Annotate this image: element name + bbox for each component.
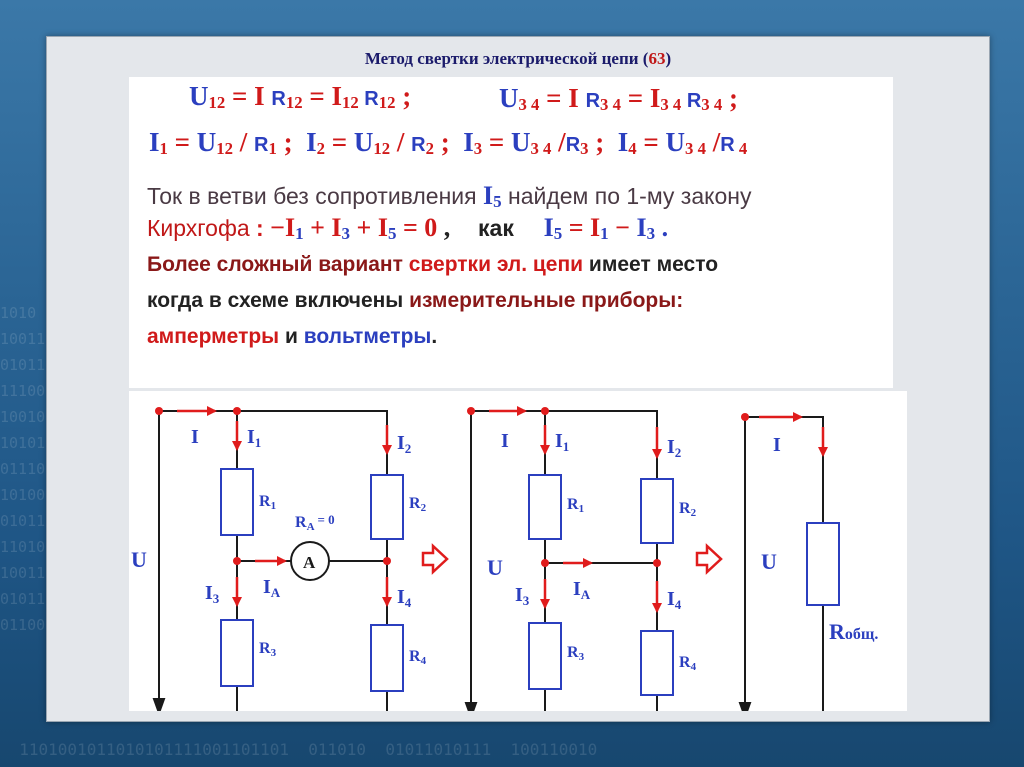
circuit-svg: A bbox=[131, 406, 878, 730]
label-i3-c2: I3 bbox=[515, 584, 530, 608]
label-i-c1: I bbox=[191, 426, 199, 448]
formula-line-2: I1 = U12 / R1 ; I2 = U12 / R2 ; I3 = U3 … bbox=[149, 127, 747, 159]
ammeter-icon bbox=[290, 541, 330, 581]
label-i3-c1: I3 bbox=[205, 582, 220, 606]
transition-arrow-1 bbox=[421, 543, 449, 575]
label-r1-c2: R1 bbox=[567, 496, 584, 515]
label-i-c2: I bbox=[501, 430, 509, 452]
resistor-r2-c2 bbox=[640, 478, 674, 544]
resistor-r4-c2 bbox=[640, 630, 674, 696]
slide-title: Метод свертки электрической цепи (63) bbox=[364, 49, 672, 68]
formula-i4: I4 = U3 4 /R 4 bbox=[617, 127, 748, 158]
formula-i1: I1 = U12 / R1 ; bbox=[149, 127, 293, 158]
resistor-r3-c2 bbox=[528, 622, 562, 690]
label-r3-c1: R3 bbox=[259, 640, 277, 659]
ammeter-label: A bbox=[303, 553, 316, 572]
background-binary-strip: 1101001011010101111001101101 011010 0101… bbox=[0, 740, 598, 759]
label-u-c2: U bbox=[487, 555, 503, 580]
slide: Метод свертки электрической цепи (63) U1… bbox=[46, 36, 990, 730]
resistor-r1-c2 bbox=[528, 474, 562, 540]
formula-textbox: U12 = I R12 = I12 R12 ; U3 4 = I R3 4 = … bbox=[129, 77, 893, 388]
label-ia-c2: IA bbox=[573, 578, 591, 602]
label-ia-c1: IA bbox=[263, 576, 281, 600]
label-r3-c2: R3 bbox=[567, 644, 585, 663]
label-ra-c1: RA= 0 bbox=[295, 512, 335, 533]
label-i1-c1: I1 bbox=[247, 426, 261, 450]
label-i4-c1: I4 bbox=[397, 586, 412, 610]
resistor-robsh-c3 bbox=[806, 522, 840, 606]
text-line-5: Более сложный вариант свертки эл. цепи и… bbox=[147, 253, 719, 276]
label-i2-c1: I2 bbox=[397, 432, 411, 456]
label-i1-c2: I1 bbox=[555, 430, 569, 454]
resistor-r4-c1 bbox=[370, 624, 404, 692]
text-line-7: амперметры и вольтметры. bbox=[147, 325, 438, 348]
formula-i2: I2 = U12 / R2 ; bbox=[306, 127, 450, 158]
label-i4-c2: I4 bbox=[667, 588, 682, 612]
resistor-r2-c1 bbox=[370, 474, 404, 540]
label-r4-c2: R4 bbox=[679, 654, 697, 673]
text-line-6: когда в схеме включены измерительные при… bbox=[147, 289, 684, 312]
transition-arrow-2 bbox=[695, 543, 723, 575]
label-r1-c1: R1 bbox=[259, 493, 276, 512]
formula-i3: I3 = U3 4 /R3 ; bbox=[463, 127, 605, 158]
label-u-c1: U bbox=[131, 547, 147, 572]
label-r2-c2: R2 bbox=[679, 500, 697, 519]
formula-line-1: U12 = I R12 = I12 R12 ; bbox=[189, 81, 412, 112]
text-line-3: Ток в ветви без сопротивления I5 найдем … bbox=[147, 181, 752, 212]
resistor-r1-c1 bbox=[220, 468, 254, 536]
label-u-c3: U bbox=[761, 549, 777, 574]
circuit-diagrams: A bbox=[129, 391, 907, 730]
label-i2-c2: I2 bbox=[667, 436, 681, 460]
label-r4-c1: R4 bbox=[409, 648, 427, 667]
formula-line-1b: U3 4 = I R3 4 = I3 4 R3 4 ; bbox=[499, 83, 738, 114]
label-robsh-c3: Rобщ. bbox=[829, 619, 878, 644]
text-line-4: Кирхгофа : −I1 + I3 + I5 = 0 , как I5 = … bbox=[147, 213, 669, 244]
label-r2-c1: R2 bbox=[409, 495, 427, 514]
label-i-c3: I bbox=[773, 434, 781, 456]
resistor-r3-c1 bbox=[220, 619, 254, 687]
